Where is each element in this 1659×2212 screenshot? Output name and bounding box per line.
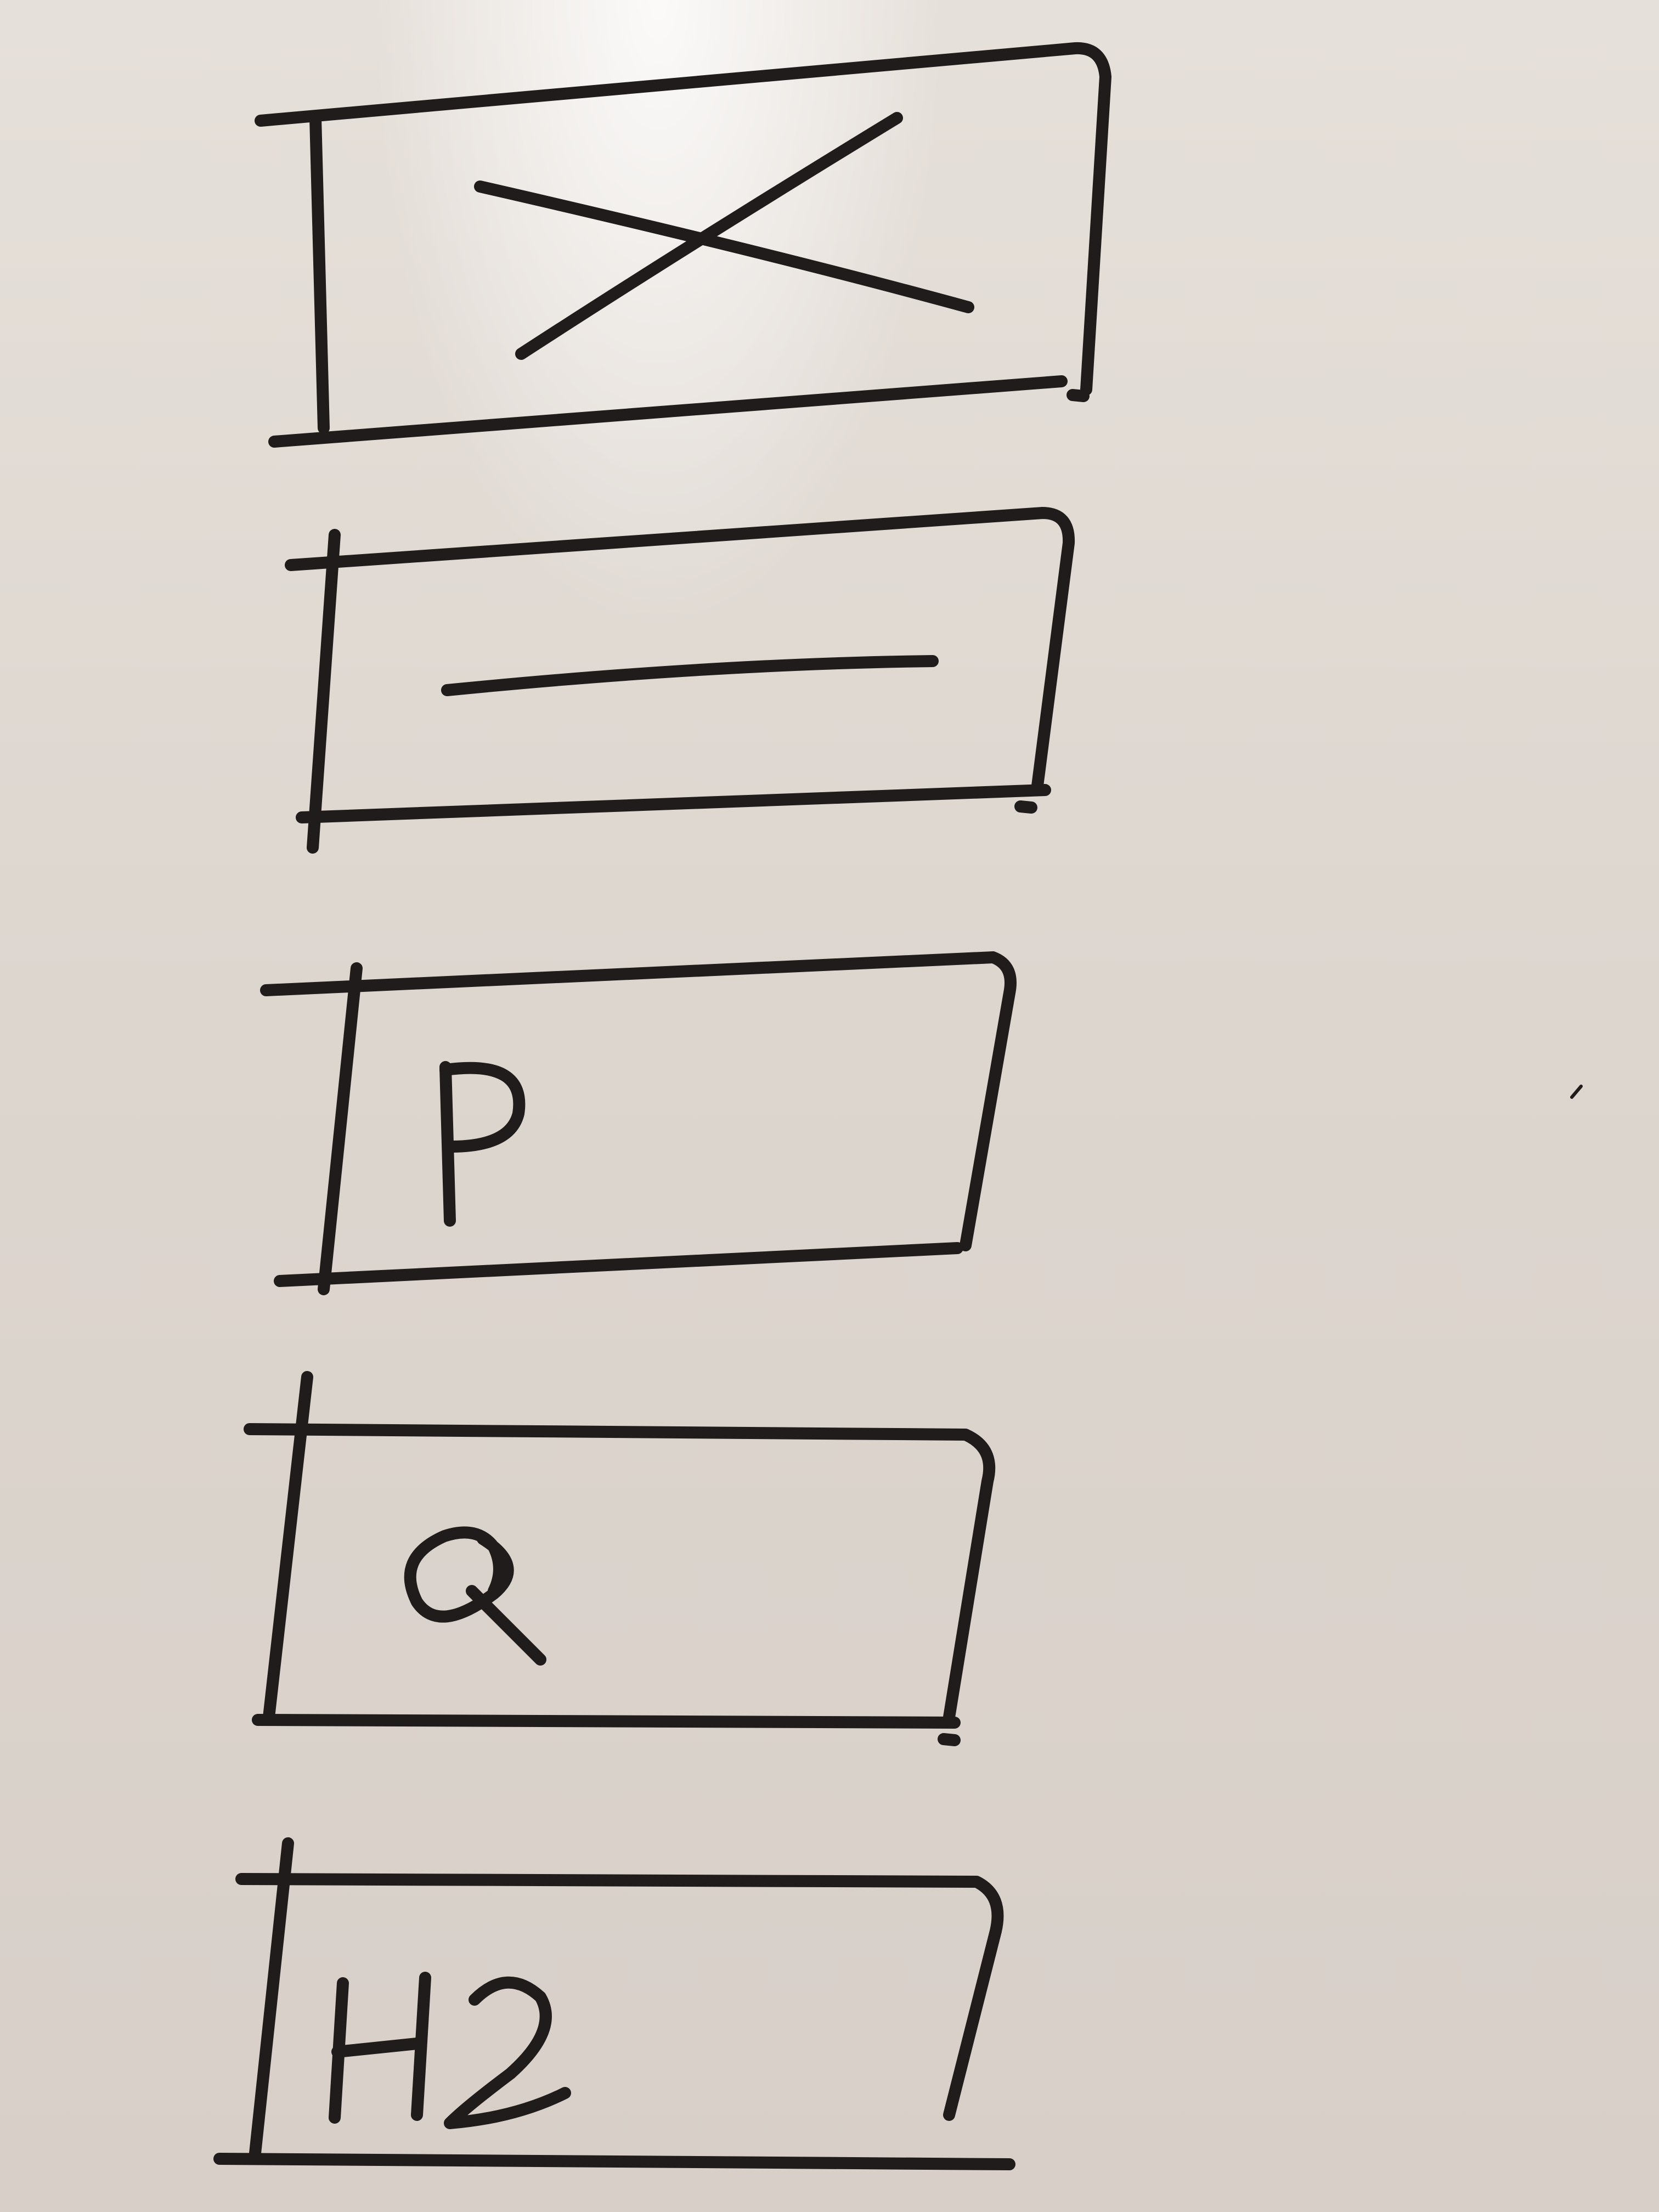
box-1-bottom-line (268, 375, 1068, 448)
box-1-bottom-tick (1066, 389, 1090, 402)
close-x-icon (474, 112, 974, 360)
box-5-top-line (235, 1873, 1004, 2121)
sketch-box-5: H2 (213, 1837, 1015, 2170)
sketch-box-1 (255, 42, 1111, 448)
sketch-box-2 (285, 507, 1075, 854)
box-4-left-line (263, 1371, 313, 1723)
box-1-top-line (255, 42, 1111, 396)
box-3-bottom-line (274, 1242, 963, 1287)
sketch-box-3: P (260, 951, 1017, 1295)
minus-icon (441, 655, 939, 696)
box-3-top-line (260, 951, 1017, 1251)
box-5-left-line (249, 1837, 294, 2159)
box-4-bottom-line (252, 1714, 961, 1729)
box-2-bottom-line (296, 784, 1051, 823)
sketch-box-4: Q (244, 1371, 996, 1746)
box-4-top-line (244, 1423, 996, 1723)
box-5-bottom-line (213, 2153, 1015, 2170)
letter-p: P (439, 1061, 526, 1227)
stray-mark (1570, 1085, 1583, 1099)
box-2-left-line (307, 529, 341, 854)
letter-q: Q (404, 1526, 546, 1666)
box-2-top-line (285, 507, 1075, 796)
box-1-left-line (309, 112, 330, 434)
box-4-bottom-tick (938, 1733, 961, 1746)
label-h2: H2 (329, 1972, 571, 2129)
box-3-left-line (318, 962, 363, 1295)
box-2-bottom-tick (1014, 800, 1037, 814)
